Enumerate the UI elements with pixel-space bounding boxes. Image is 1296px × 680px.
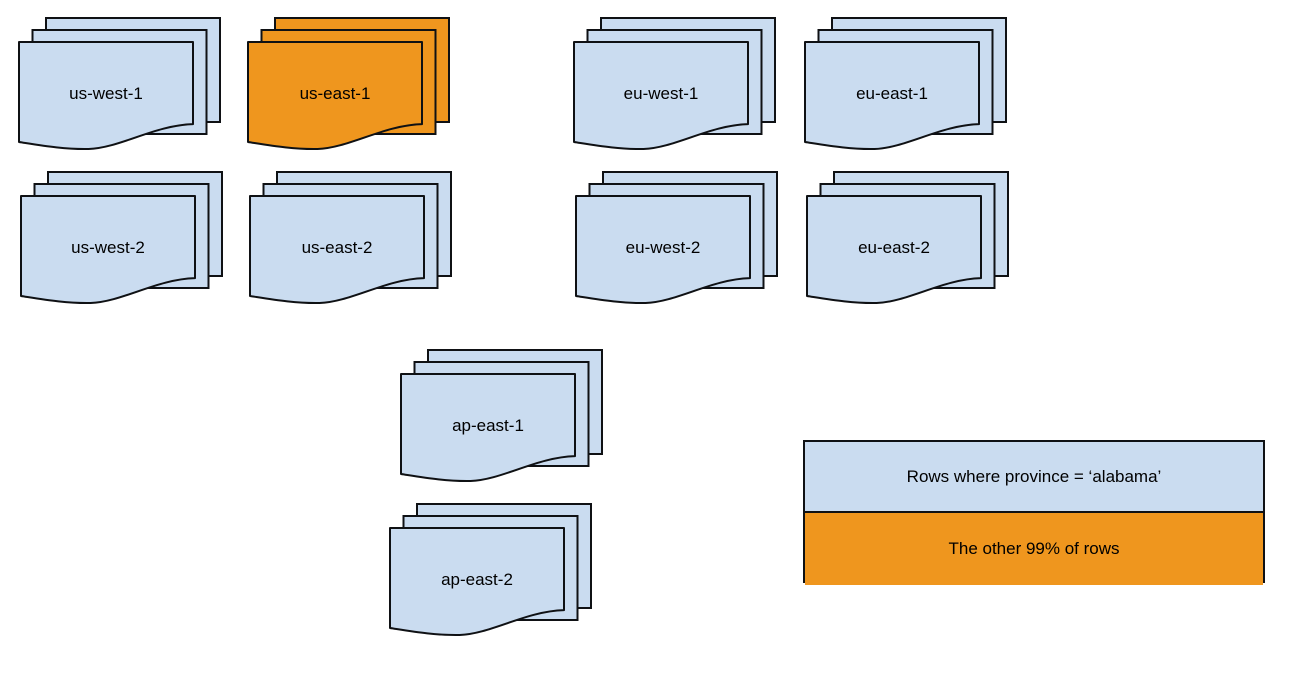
region-stack-us-west-2[interactable]: us-west-2 [18,166,225,314]
region-stack-shape-us-west-2 [20,171,223,305]
region-stack-us-east-1[interactable]: us-east-1 [245,12,452,160]
region-stack-shape-eu-east-1 [804,17,1007,151]
sheet-front [806,195,982,305]
region-stack-shape-eu-west-1 [573,17,776,151]
sheet-front [20,195,196,305]
legend-orange: The other 99% of rows [805,513,1263,585]
sheet-front [804,41,980,151]
region-stack-ap-east-1[interactable]: ap-east-1 [398,344,605,492]
legend-orange-label: The other 99% of rows [948,539,1120,558]
region-stack-shape-us-west-1 [18,17,221,151]
region-stack-shape-us-east-1 [247,17,450,151]
legend-blue: Rows where province = ‘alabama’ [805,442,1263,513]
sheet-front [249,195,425,305]
legend-blue-label: Rows where province = ‘alabama’ [906,466,1162,486]
region-stack-shape-us-east-2 [249,171,452,305]
sheet-front [18,41,194,151]
region-stack-shape-eu-east-2 [806,171,1009,305]
region-stack-eu-east-1[interactable]: eu-east-1 [802,12,1009,160]
sheet-front [400,373,576,483]
region-stack-eu-west-1[interactable]: eu-west-1 [571,12,778,160]
legend: Rows where province = ‘alabama’ The other… [803,440,1265,585]
region-stack-eu-west-2[interactable]: eu-west-2 [573,166,780,314]
region-stack-us-east-2[interactable]: us-east-2 [247,166,454,314]
region-stack-shape-eu-west-2 [575,171,778,305]
region-stack-shape-ap-east-2 [389,503,592,637]
region-stack-us-west-1[interactable]: us-west-1 [16,12,223,160]
sheet-front [575,195,751,305]
region-stack-ap-east-2[interactable]: ap-east-2 [387,498,594,646]
region-stack-eu-east-2[interactable]: eu-east-2 [804,166,1011,314]
sheet-front [573,41,749,151]
region-stack-shape-ap-east-1 [400,349,603,483]
sheet-front [247,41,423,151]
sheet-front [389,527,565,637]
